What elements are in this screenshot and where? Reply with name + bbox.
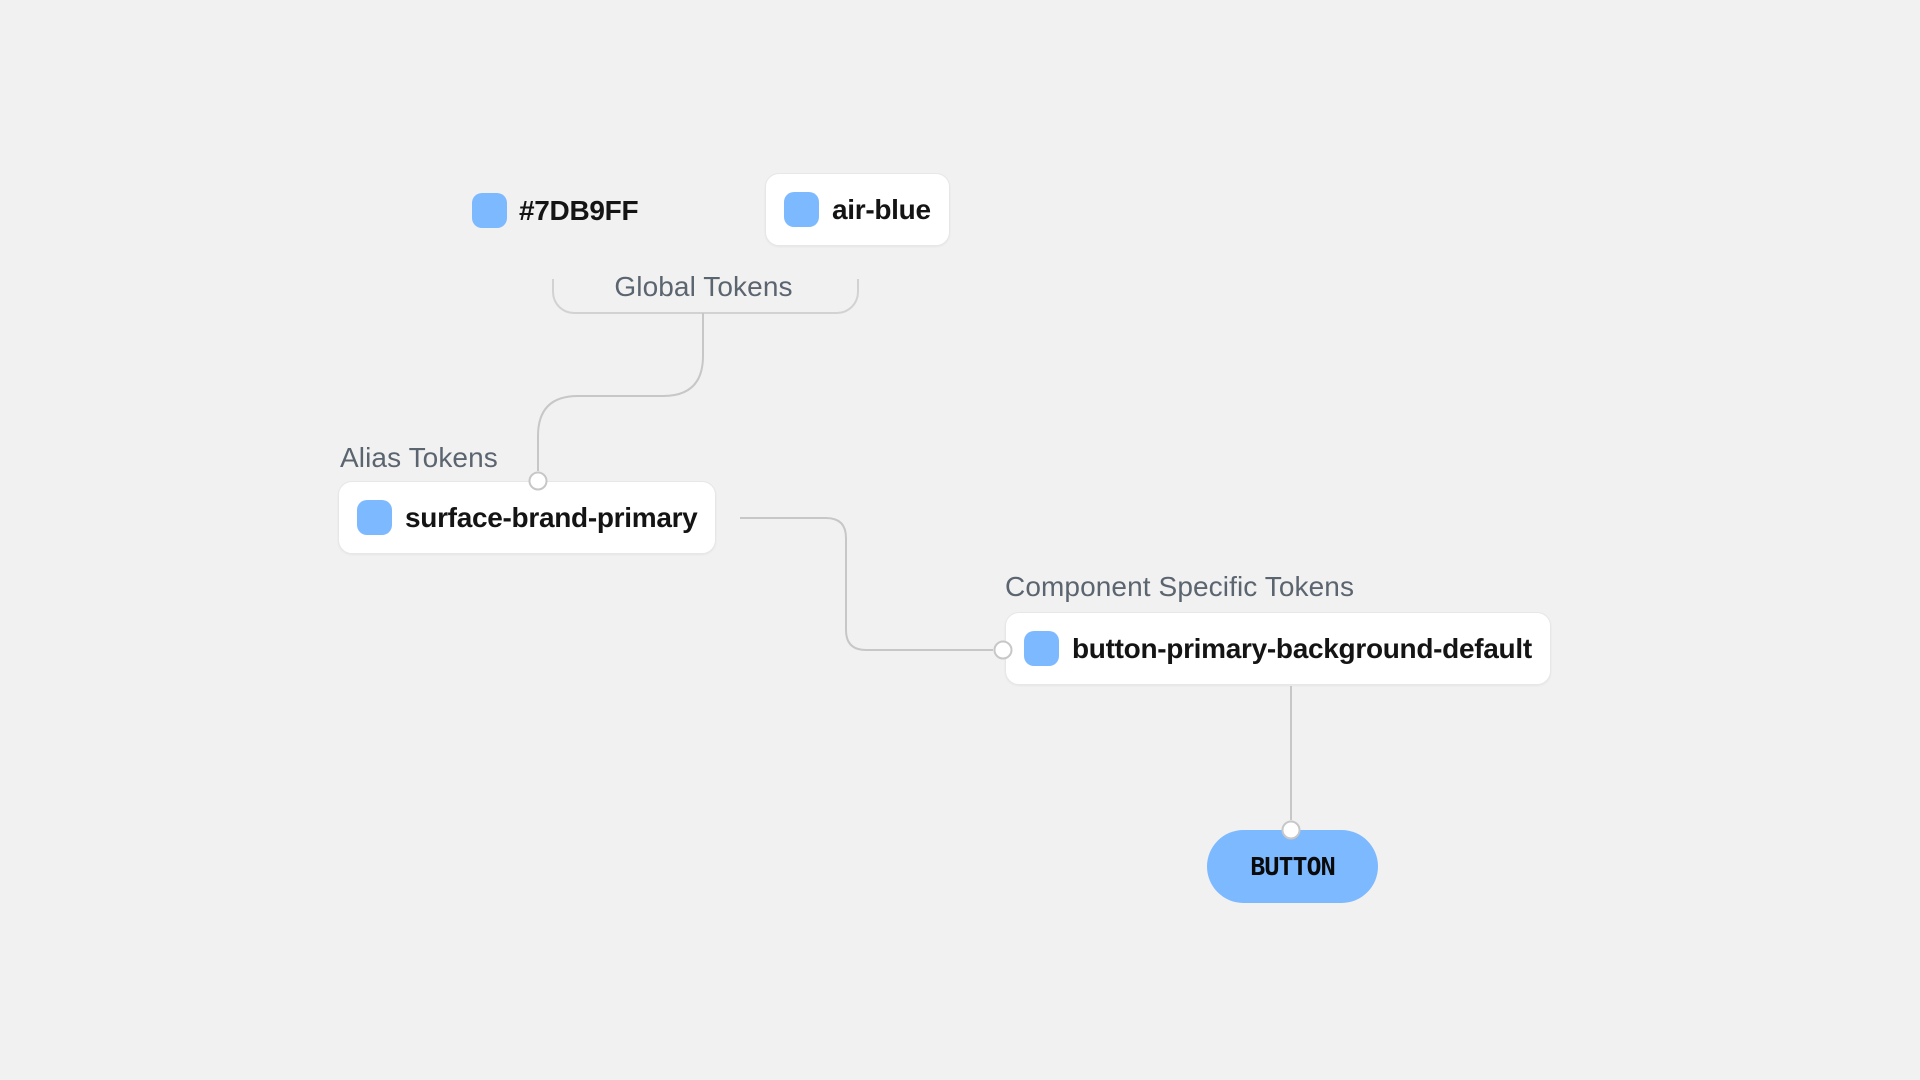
global-token-label: air-blue [832,193,931,225]
component-token-node-button-primary-background-default[interactable]: button-primary-background-default [1005,612,1551,685]
alias-token-label: surface-brand-primary [405,501,698,533]
connector-alias-to-component [740,517,993,651]
global-tokens-group-bracket [552,279,859,314]
connector-global-to-alias [537,313,704,471]
global-token-node-air-blue[interactable]: air-blue [765,173,950,246]
hex-value-token-node[interactable]: #7DB9FF [472,193,639,228]
alias-tokens-group-label: Alias Tokens [340,442,498,473]
button-preview-label: BUTTON [1250,852,1335,881]
connection-handle-component-token[interactable] [993,640,1013,660]
color-swatch [357,500,392,535]
component-token-label: button-primary-background-default [1072,632,1532,664]
hex-token-label: #7DB9FF [519,194,639,226]
connection-handle-button-preview[interactable] [1281,820,1301,840]
global-tokens-group-label: Global Tokens [614,271,793,302]
color-swatch [1024,631,1059,666]
component-tokens-group-label: Component Specific Tokens [1005,571,1355,602]
color-swatch [784,192,819,227]
connection-handle-alias-token[interactable] [528,471,548,491]
button-component-preview[interactable]: BUTTON [1207,830,1378,903]
color-swatch [472,193,507,228]
alias-token-node-surface-brand-primary[interactable]: surface-brand-primary [338,481,717,554]
